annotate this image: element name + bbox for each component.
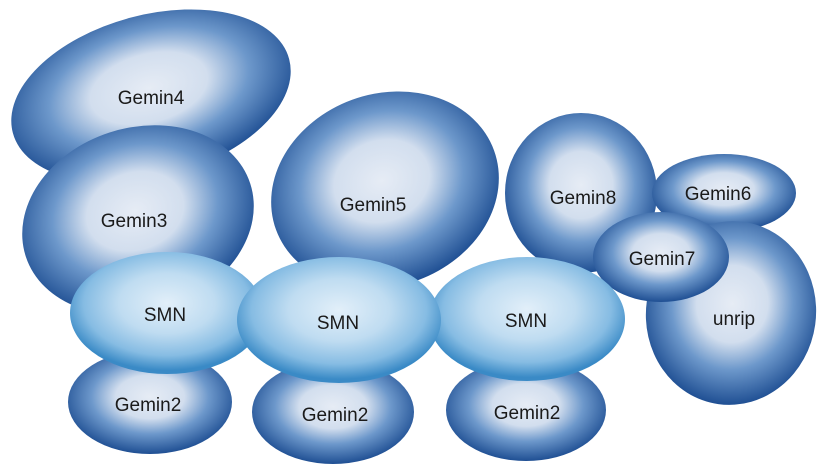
smn-left-shape [70, 252, 264, 374]
smn-middle-shape [237, 257, 441, 383]
gemin5-shape [271, 91, 499, 289]
smn-right-label: SMN [505, 311, 547, 332]
gemin2-left: Gemin2 [68, 350, 232, 454]
gemin8-label: Gemin8 [550, 188, 617, 209]
gemin7-shape [593, 212, 729, 302]
smn-left-label: SMN [144, 305, 186, 326]
gemin2-middle: Gemin2 [252, 360, 414, 464]
gemin2-right-shape [446, 359, 606, 461]
gemin3-label: Gemin3 [101, 211, 168, 232]
gemin7-label: Gemin7 [629, 249, 696, 270]
gemin6-shape [652, 154, 796, 232]
unrip-label: unrip [713, 309, 755, 330]
gemin2-left-label: Gemin2 [115, 395, 182, 416]
gemin2-right: Gemin2 [446, 359, 606, 461]
gemin6: Gemin6 [652, 154, 796, 232]
gemin2-middle-label: Gemin2 [302, 405, 369, 426]
gemin2-right-label: Gemin2 [494, 403, 561, 424]
gemin7: Gemin7 [593, 212, 729, 302]
smn-right-shape [429, 257, 625, 381]
gemin5-label: Gemin5 [340, 195, 407, 216]
smn-middle: SMN [237, 257, 441, 383]
smn-middle-label: SMN [317, 313, 359, 334]
gemin4-shape [11, 9, 291, 183]
gemin4-label: Gemin4 [118, 88, 185, 109]
smn-left: SMN [70, 252, 264, 374]
smn-right: SMN [429, 257, 625, 381]
gemin4: Gemin4 [11, 9, 291, 183]
gemin2-left-shape [68, 350, 232, 454]
gemin6-label: Gemin6 [685, 184, 752, 205]
gemin5: Gemin5 [271, 91, 499, 289]
gemin2-middle-shape [252, 360, 414, 464]
